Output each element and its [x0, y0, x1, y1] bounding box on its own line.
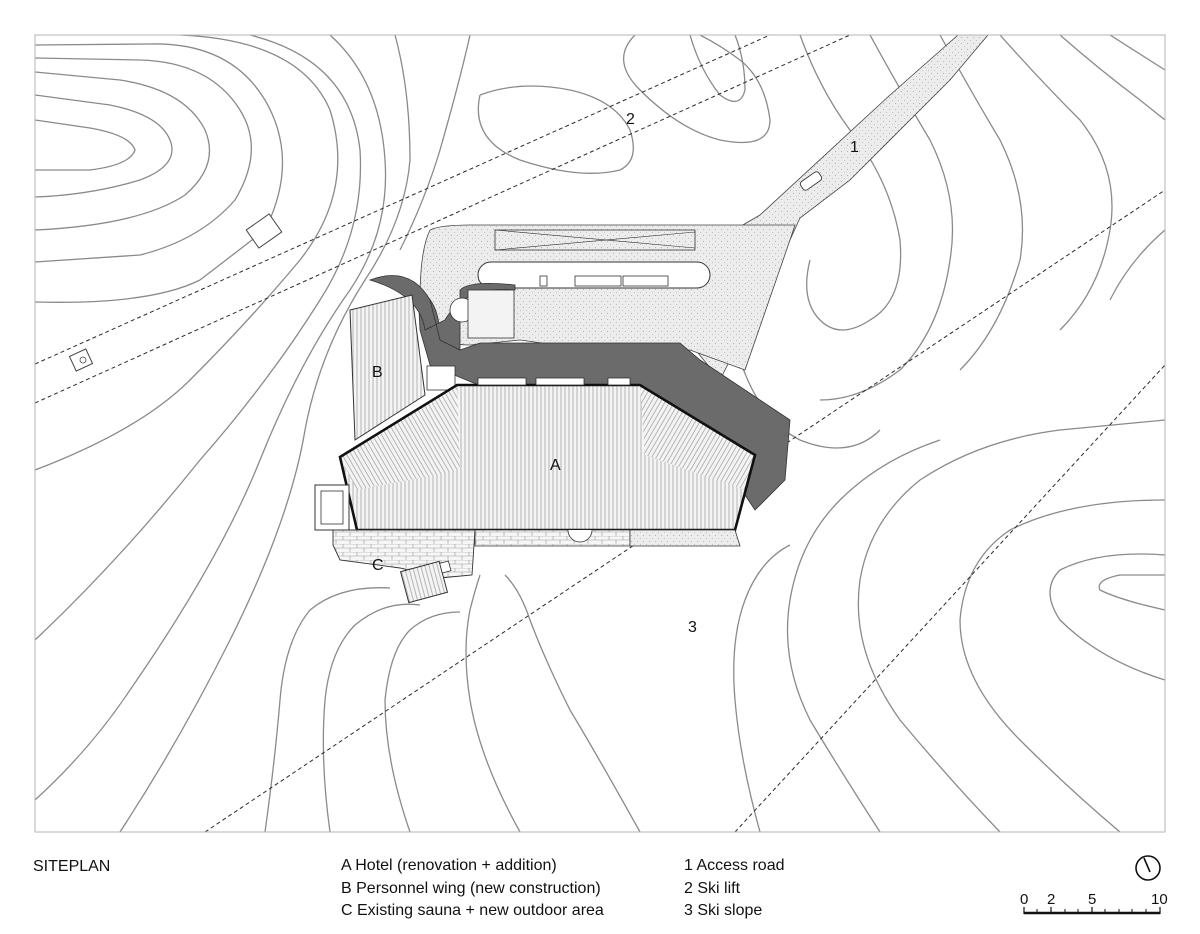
- west-deck: [314, 484, 350, 531]
- entrance-canopy: [477, 261, 711, 289]
- legend-item-access-road: 1 Access road: [684, 857, 785, 874]
- personnel-wing-b: [349, 294, 426, 441]
- addition-curve: [368, 275, 516, 351]
- sauna-building: [399, 560, 452, 604]
- lift-station: [68, 348, 94, 372]
- legend-item-personnel-wing: B Personnel wing (new construction): [341, 879, 601, 897]
- planting-area: [494, 229, 696, 251]
- scale-tick-0: 0: [1020, 891, 1028, 908]
- siteplan-title: SITEPLAN: [33, 858, 111, 875]
- site-legend: 1 Access road 2 Ski lift 3 Ski slope: [684, 855, 785, 923]
- label-ski-lift: 2: [626, 111, 635, 128]
- legend-item-hotel: A Hotel (renovation + addition): [341, 857, 557, 874]
- label-b: B: [372, 364, 383, 381]
- building-legend: A Hotel (renovation + addition) B Person…: [341, 855, 604, 923]
- car-icon: [799, 171, 823, 191]
- east-terrace: [629, 529, 741, 547]
- hotel-a-roof: [338, 377, 757, 532]
- north-arrow-icon: [1135, 855, 1161, 881]
- label-a: A: [550, 457, 561, 474]
- legend-item-ski-lift: 2 Ski lift: [684, 879, 741, 897]
- label-access-road: 1: [850, 139, 859, 156]
- scale-tick-2: 2: [1047, 891, 1055, 908]
- scale-bar: 0 2 5 10: [1020, 891, 1168, 915]
- drawing-title: SITEPLAN: [33, 856, 110, 879]
- contour-lines: [35, 35, 1165, 832]
- legend-item-sauna: C Existing sauna + new outdoor area: [341, 902, 604, 919]
- drawing-frame: [34, 34, 1166, 833]
- label-ski-slope: 3: [688, 619, 697, 636]
- small-hut: [245, 213, 283, 249]
- scale-tick-10: 10: [1151, 891, 1168, 908]
- label-c: C: [372, 557, 384, 574]
- south-terrace: [474, 529, 631, 547]
- legend-item-ski-slope: 3 Ski slope: [684, 902, 763, 919]
- scale-tick-5: 5: [1088, 891, 1096, 908]
- scale-and-north: 0 2 5 10: [1020, 855, 1168, 915]
- site-plan-drawing: A B C 1 2 3: [34, 34, 1166, 833]
- ski-lift-lines: [35, 35, 851, 404]
